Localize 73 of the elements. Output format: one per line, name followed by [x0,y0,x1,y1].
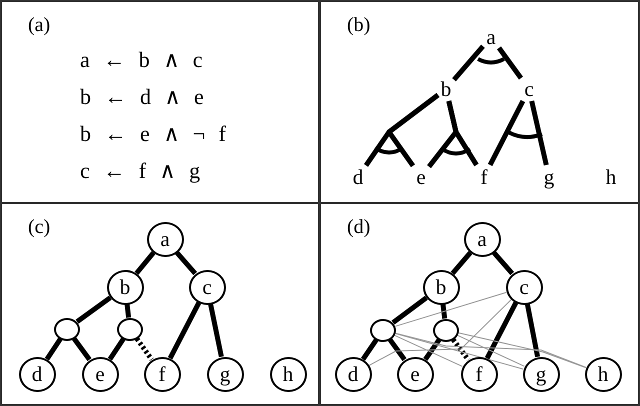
empty-circle-node [370,318,396,342]
circle-node: e [396,356,434,392]
node-label: c [522,78,536,100]
circle-node: e [82,356,118,392]
circle-node: a [146,222,184,256]
thick-edge [76,296,112,324]
circle-node: f [460,356,498,392]
node-label: h [604,166,618,188]
panel-label: (c) [28,216,50,238]
circle-node: h [270,356,306,392]
thick-edge [168,302,202,360]
circle-node: c [506,270,542,304]
hatched-edge [134,337,154,361]
thick-edge [492,250,514,276]
node-label: b [439,78,453,100]
thick-edge [392,296,428,325]
thick-edge [423,338,442,361]
thick-edge [529,100,549,166]
thick-edge [450,250,472,276]
circle-node: d [334,356,372,392]
circle-node: a [464,222,500,256]
thin-edge [368,299,512,366]
thick-edge [108,338,126,361]
thick-edge [446,100,479,166]
thick-edge [386,93,440,168]
circle-node: d [18,356,56,392]
rule-text: c ← f ∧ g [80,159,200,183]
panel-label: (a) [28,14,50,36]
thick-edge [174,250,198,276]
thick-edge [452,44,485,82]
node-label: g [542,166,556,188]
circle-node: g [522,356,560,392]
thick-edge [134,251,156,275]
node-label: e [414,166,428,188]
thin-edge [394,333,524,370]
thick-edge [388,338,407,362]
thick-edge [484,302,518,360]
thick-edge [440,304,448,319]
empty-circle-node [433,318,459,342]
figure-panel [0,0,320,204]
circle-node: f [144,356,180,392]
thick-edge [44,338,62,361]
node-label: a [484,26,498,48]
rule-text: b ← e ∧ ¬ f [80,122,226,146]
node-label: d [351,166,365,188]
empty-circle-node [117,318,143,340]
thick-edge [124,304,132,318]
figure-panel [319,0,640,204]
thin-edge [395,332,586,368]
empty-circle-node [54,318,80,340]
thin-edge [394,292,507,327]
thick-edge [496,46,524,80]
hatched-edge [451,338,470,362]
panel-label: (d) [347,216,370,238]
figure-panel [319,202,640,406]
panel-label: (b) [347,14,370,36]
rule-text: b ← d ∧ e [80,85,204,109]
circle-node: b [422,270,460,304]
circle-node: g [206,356,244,392]
thin-edge [458,332,586,368]
thick-edge [488,100,526,166]
circle-node: h [584,356,622,392]
circle-node: c [188,270,226,304]
thick-edge [72,337,92,362]
figure-panel [0,202,320,406]
thick-edge [524,304,540,358]
circle-node: b [106,270,144,304]
rule-text: a ← b ∧ c [80,48,203,72]
thick-edge [360,338,378,361]
thick-edge [208,304,224,358]
thin-edge [457,334,525,367]
node-label: f [477,166,491,188]
thin-edge [394,334,463,367]
